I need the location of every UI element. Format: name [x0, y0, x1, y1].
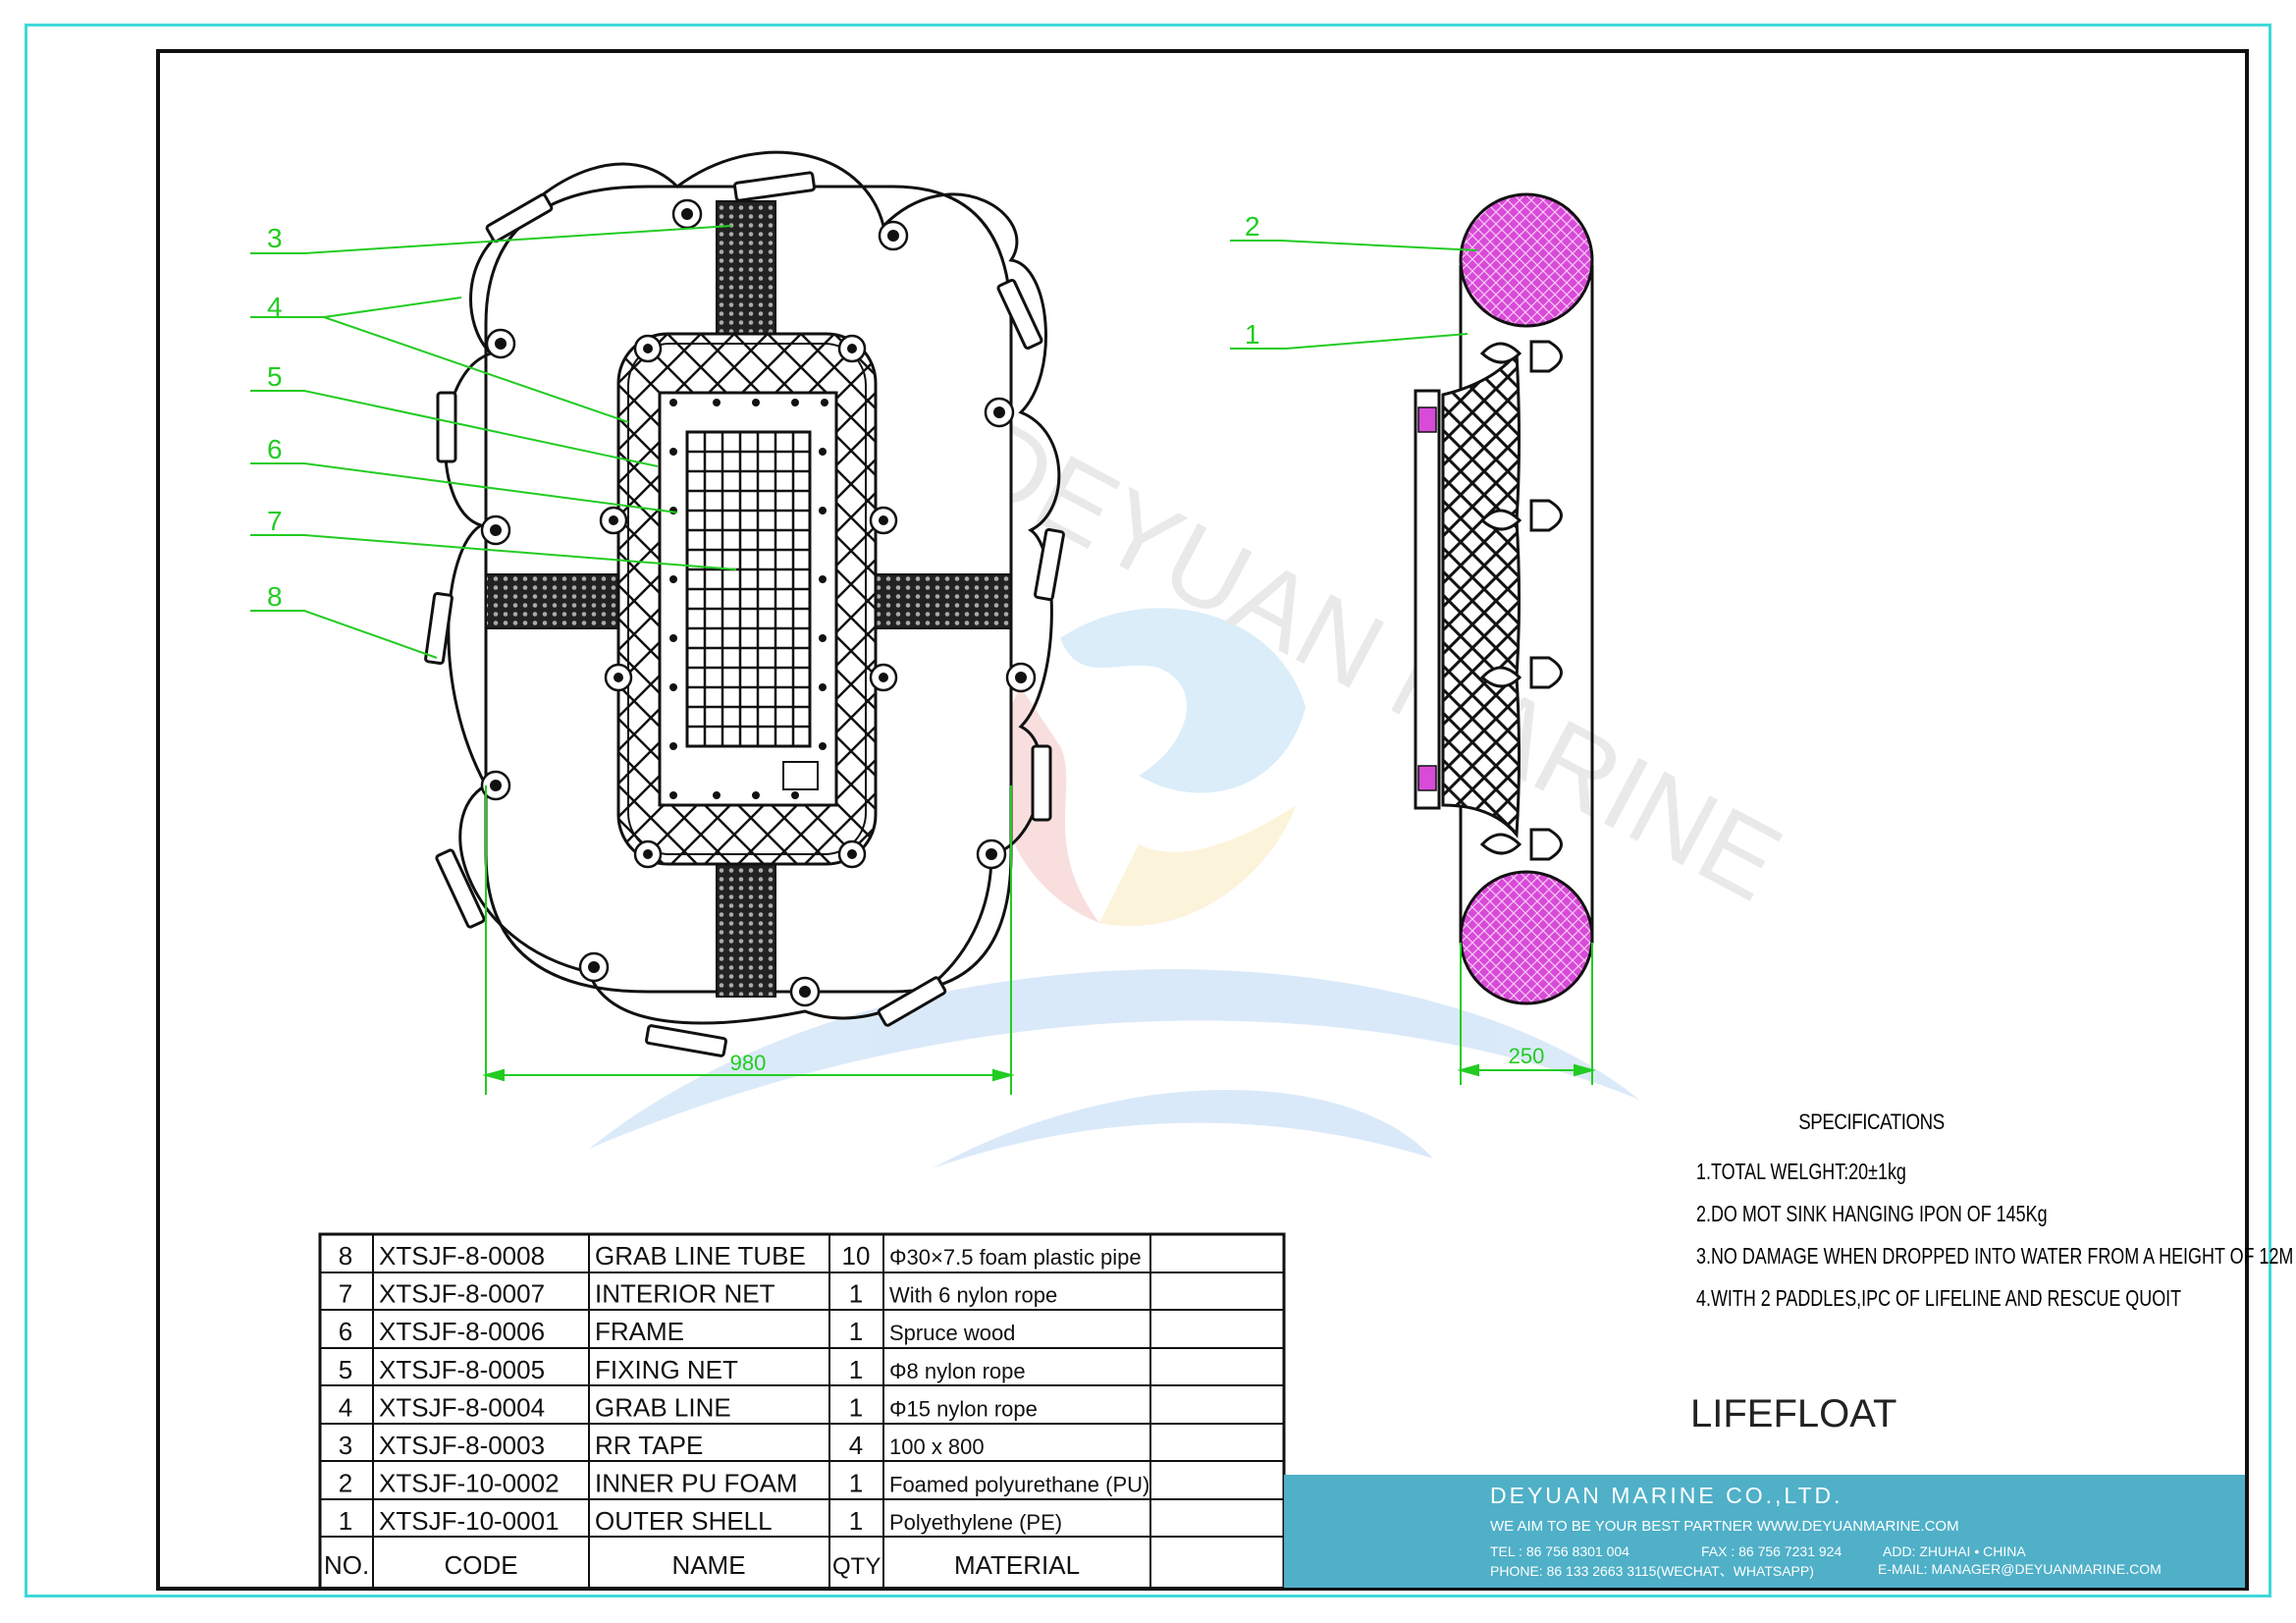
- callout-5: 5: [267, 361, 283, 392]
- callout-3: 3: [267, 223, 283, 253]
- bom-no: 4: [339, 1392, 352, 1422]
- bom-no: 3: [339, 1431, 352, 1460]
- bom-name: FRAME: [595, 1317, 684, 1346]
- rr-tape-left: [485, 573, 624, 629]
- callout-1: 1: [1245, 319, 1260, 350]
- callout-4: 4: [267, 292, 283, 322]
- company-tel: TEL : 86 756 8301 004: [1490, 1543, 1629, 1559]
- spec-line-3: 3.NO DAMAGE WHEN DROPPED INTO WATER FROM…: [1696, 1243, 2294, 1269]
- bom-material: With 6 nylon rope: [889, 1283, 1057, 1308]
- inner-pu-foam-bottom: [1459, 870, 1594, 1005]
- sheet-outer-border: [25, 24, 2271, 1597]
- bom-code: XTSJF-8-0004: [379, 1392, 545, 1422]
- bom-no: 8: [339, 1241, 352, 1271]
- top-view: [424, 150, 1065, 1057]
- bom-header-name: NAME: [671, 1550, 745, 1580]
- bom-header-row: NO. CODE NAME QTY MATERIAL: [324, 1550, 1080, 1580]
- callout-leaders-right: [1230, 240, 1478, 350]
- bom-material: Foamed polyurethane (PU): [889, 1473, 1149, 1497]
- callout-6: 6: [267, 434, 283, 464]
- bom-material: Φ30×7.5 foam plastic pipe: [889, 1245, 1142, 1270]
- rr-tape-right: [873, 573, 1012, 629]
- bom-cells: 8 XTSJF-8-0008 GRAB LINE TUBE 10 Φ30×7.5 foa…: [339, 1241, 1150, 1536]
- side-frame: [1414, 389, 1441, 810]
- dimension-side: [1457, 943, 1596, 1085]
- bom-code: XTSJF-8-0006: [379, 1317, 545, 1346]
- bom-name: GRAB LINE TUBE: [595, 1241, 806, 1271]
- bom-qty: 1: [849, 1392, 863, 1422]
- company-fax: FAX : 86 756 7231 924: [1701, 1543, 1842, 1559]
- spec-line-2: 2.DO MOT SINK HANGING IPON OF 145Kg: [1696, 1201, 2048, 1226]
- bom-name: OUTER SHELL: [595, 1506, 773, 1536]
- dimension-width-label: 980: [730, 1051, 767, 1075]
- bom-code: XTSJF-8-0003: [379, 1431, 545, 1460]
- company-name: DEYUAN MARINE CO.,LTD.: [1490, 1483, 1843, 1508]
- bom-material: Φ8 nylon rope: [889, 1359, 1026, 1383]
- bom-no: 2: [339, 1469, 352, 1498]
- bom-code: XTSJF-8-0005: [379, 1355, 545, 1384]
- bom-material: Polyethylene (PE): [889, 1510, 1062, 1535]
- dimension-side-label: 250: [1509, 1044, 1545, 1068]
- bom-no: 1: [339, 1506, 352, 1536]
- bom-no: 5: [339, 1355, 352, 1384]
- bom-qty: 1: [849, 1469, 863, 1498]
- bom-material: 100 x 800: [889, 1434, 985, 1459]
- company-banner: DEYUAN MARINE CO.,LTD. WE AIM TO BE YOUR…: [1284, 1475, 2245, 1588]
- spec-line-4: 4.WITH 2 PADDLES,IPC OF LIFELINE AND RES…: [1696, 1285, 2182, 1311]
- bom-no: 7: [339, 1279, 352, 1309]
- callout-8: 8: [267, 581, 283, 612]
- product-title: LIFEFLOAT: [1690, 1392, 1897, 1435]
- bom-table: [318, 1232, 1286, 1591]
- bom-qty: 1: [849, 1317, 863, 1346]
- company-email: E-MAIL: MANAGER@DEYUANMARINE.COM: [1878, 1561, 2162, 1577]
- bom-name: INNER PU FOAM: [595, 1469, 798, 1498]
- specifications-title: SPECIFICATIONS: [1798, 1109, 1945, 1134]
- bom-code: XTSJF-10-0002: [379, 1469, 560, 1498]
- callout-2: 2: [1245, 211, 1260, 242]
- rr-tape-top: [716, 200, 776, 340]
- bom-code: XTSJF-10-0001: [379, 1506, 560, 1536]
- bom-qty: 1: [849, 1506, 863, 1536]
- bom-material: Φ15 nylon rope: [889, 1396, 1038, 1421]
- bom-name: GRAB LINE: [595, 1392, 731, 1422]
- bom-header-material: MATERIAL: [954, 1550, 1080, 1580]
- bom-name: RR TAPE: [595, 1431, 703, 1460]
- bom-qty: 4: [849, 1431, 863, 1460]
- bom-material: Spruce wood: [889, 1321, 1015, 1345]
- company-phone: PHONE: 86 133 2663 3115(WECHAT、WHATSAPP): [1490, 1563, 1814, 1579]
- grab-line-tubes: [424, 171, 1065, 1057]
- company-tagline: WE AIM TO BE YOUR BEST PARTNER WWW.DEYUA…: [1490, 1518, 1959, 1535]
- bom-qty: 1: [849, 1355, 863, 1384]
- company-address: ADD: ZHUHAI • CHINA: [1883, 1543, 2026, 1559]
- bom-code: XTSJF-8-0008: [379, 1241, 545, 1271]
- callout-leaders-left: [250, 225, 737, 659]
- bom-name: FIXING NET: [595, 1355, 738, 1384]
- bom-name: INTERIOR NET: [595, 1279, 775, 1309]
- callout-7: 7: [267, 506, 283, 536]
- bom-no: 6: [339, 1317, 352, 1346]
- inner-pu-foam-top: [1459, 192, 1594, 328]
- bom-qty: 1: [849, 1279, 863, 1309]
- bom-header-no: NO.: [324, 1550, 369, 1580]
- side-view: [1414, 192, 1594, 1005]
- specifications-block: SPECIFICATIONS 1.TOTAL WELGHT:20±1kg 2.D…: [1696, 1109, 2294, 1320]
- spec-line-1: 1.TOTAL WELGHT:20±1kg: [1696, 1159, 1906, 1184]
- bom-qty: 10: [842, 1241, 871, 1271]
- bom-code: XTSJF-8-0007: [379, 1279, 545, 1309]
- dimension-width: [482, 785, 1015, 1095]
- callout-numbers-left: 3 4 5 6 7 8: [267, 223, 283, 612]
- side-net: [1441, 350, 1521, 839]
- bom-header-qty: QTY: [832, 1553, 881, 1580]
- bom-header-code: CODE: [444, 1550, 517, 1580]
- rr-tape-bottom: [716, 863, 776, 998]
